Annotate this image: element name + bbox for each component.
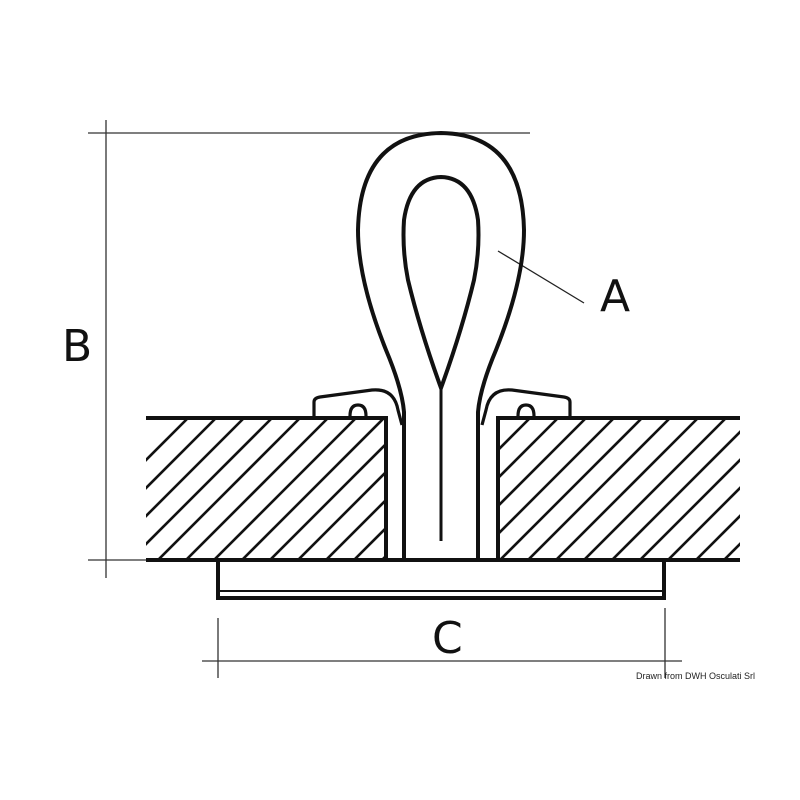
hatched-panel-left [146, 416, 388, 560]
base-plate [216, 558, 666, 600]
dimension-label-c: C [432, 613, 463, 664]
credit-text: Drawn from DWH Osculati Srl [636, 671, 756, 681]
dimension-label-a: A [600, 271, 631, 322]
retaining-clip-left [312, 388, 404, 426]
loop-eye [355, 130, 527, 560]
dimension-label-b: B [62, 321, 93, 372]
hatched-panel-right [496, 416, 740, 560]
leader-a [497, 250, 585, 304]
dimension-c [202, 608, 682, 678]
retaining-clip-right [480, 388, 572, 426]
